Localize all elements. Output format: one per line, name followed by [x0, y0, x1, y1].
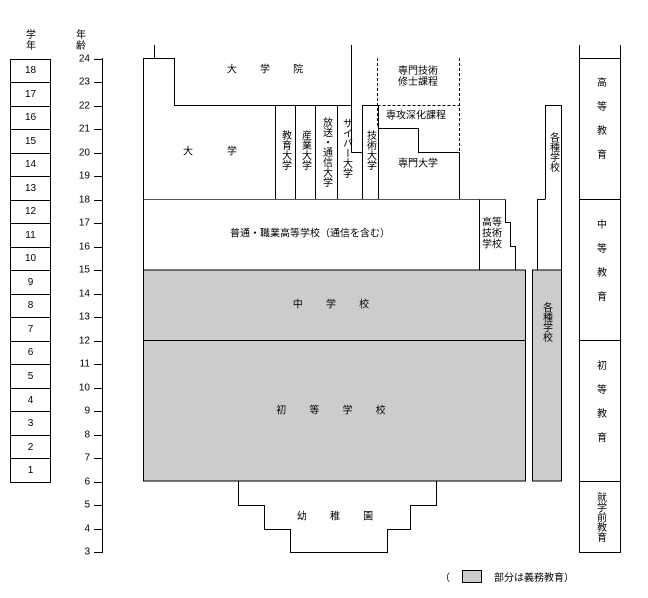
age-tick-label: 17 [78, 217, 90, 229]
line-1: 高等 [482, 217, 502, 229]
stage-column [579, 58, 621, 553]
grade-cell: 12 [10, 199, 51, 224]
age-tick-label: 23 [78, 76, 90, 88]
line-3: 学校 [482, 239, 502, 251]
misc-school-lower-label: 各種学校 [540, 302, 552, 342]
age-tick-label: 10 [78, 382, 90, 394]
legend: （ 部分は義務教育） [440, 569, 574, 584]
line-2: 修士課程 [398, 77, 438, 88]
age-tick-label: 12 [78, 335, 90, 347]
grade-cell: 9 [10, 270, 51, 294]
advanced-major-label: 専攻深化課程 [386, 110, 446, 122]
grade-cell: 8 [10, 293, 51, 318]
stage-primary: 初等教育 [594, 360, 606, 456]
age-tick-label: 7 [84, 452, 90, 464]
tech-univ-label: 技術大学 [364, 130, 376, 170]
grade-cell: 1 [10, 458, 51, 483]
line-1: 専門技術 [398, 66, 438, 77]
high-school-label: 普通・職業高等学校（通信を含む） [230, 228, 390, 240]
legend-open-paren: （ [440, 573, 450, 584]
grade-cell: 10 [10, 246, 51, 271]
stage-secondary: 中等教育 [594, 219, 606, 315]
age-tick-label: 3 [84, 546, 90, 558]
age-tick-label: 6 [84, 476, 90, 488]
age-header: 年齢 [76, 30, 86, 52]
age-tick-label: 20 [78, 147, 90, 159]
age-tick-label: 11 [79, 358, 90, 370]
grade-cell: 16 [10, 105, 51, 130]
age-tick-label: 4 [84, 523, 90, 535]
misc-school-upper-label: 各種学校 [547, 132, 559, 172]
kindergarten-label: 幼 稚 園 [296, 511, 384, 523]
age-tick-label: 9 [84, 405, 90, 417]
misc-school-lower-box [532, 269, 562, 482]
middle-elementary-box [143, 269, 526, 482]
elementary-school-label: 初 等 学 校 [276, 405, 396, 417]
grade-cell: 5 [10, 364, 51, 388]
age-tick-label: 8 [84, 429, 90, 441]
stage-preschool: 就学前教育 [594, 492, 606, 542]
age-tick-label: 22 [78, 100, 90, 112]
grade-cell: 6 [10, 340, 51, 365]
graduate-school-label: 大 学 院 [226, 64, 314, 76]
legend-text: 部分は義務教育） [494, 573, 574, 584]
age-tick-label: 18 [78, 194, 90, 206]
middle-school-label: 中 学 校 [292, 299, 380, 311]
age-tick-label: 16 [78, 241, 90, 253]
grade-header: 学年 [26, 30, 36, 52]
grade-cell: 18 [10, 58, 51, 83]
grade-cell: 3 [10, 411, 51, 435]
education-univ-label: 教育大学 [279, 130, 291, 170]
industrial-univ-label: 産業大学 [299, 130, 311, 170]
grade-cell: 11 [10, 223, 51, 247]
broadcast-univ-label: 放送・通信大学 [320, 117, 332, 187]
grade-cell: 7 [10, 317, 51, 341]
junior-college-label: 専門大学 [398, 158, 438, 170]
grade-cell: 14 [10, 152, 51, 177]
age-tick-label: 19 [78, 170, 90, 182]
university-label-left: 大 [183, 146, 193, 158]
grade-cell: 2 [10, 434, 51, 459]
grade-cell: 15 [10, 129, 51, 153]
prof-tech-masters-label: 専門技術 修士課程 [398, 66, 438, 88]
age-tick-label: 5 [84, 499, 90, 511]
cyber-univ-label: サイバー大学 [340, 118, 352, 178]
age-tick-label: 13 [78, 311, 90, 323]
university-label-right: 学 [227, 146, 237, 158]
line-2: 技術 [482, 228, 502, 240]
grade-cell: 4 [10, 387, 51, 412]
higher-tech-school-label: 高等 技術 学校 [482, 218, 502, 251]
age-tick-label: 24 [78, 53, 90, 64]
age-tick-label: 15 [78, 264, 90, 276]
age-tick-label: 21 [78, 123, 90, 135]
legend-swatch [462, 570, 482, 583]
stage-higher: 高等教育 [594, 77, 606, 173]
grade-cell: 17 [10, 82, 51, 106]
grade-cell: 13 [10, 176, 51, 200]
age-tick-label: 14 [78, 288, 90, 300]
